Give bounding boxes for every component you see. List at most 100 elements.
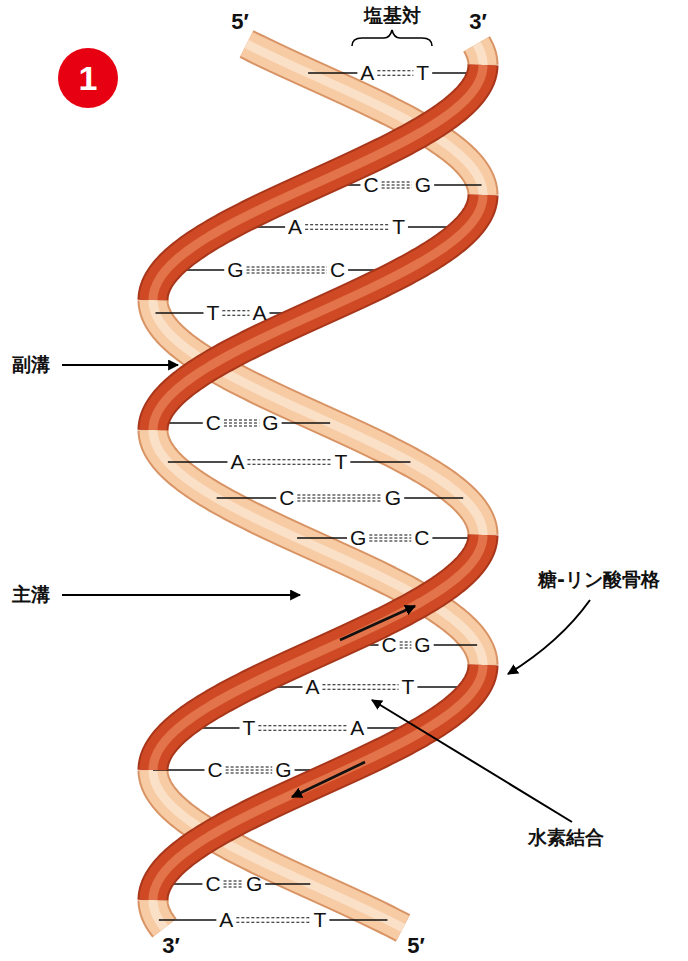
base-line (329, 919, 387, 920)
base-letter: C (205, 872, 220, 896)
ribbon-highlight (153, 195, 483, 430)
base-letter: G (246, 872, 262, 896)
base-letter: T (334, 450, 347, 474)
strand-end-label: 5′ (231, 9, 249, 34)
base-line (282, 422, 330, 423)
hydrogen-bond (224, 886, 243, 887)
ribbon-highlight (153, 430, 483, 665)
hydrogen-bond (400, 647, 412, 648)
hydrogen-bond (322, 689, 398, 690)
annotation-label: 副溝 (12, 354, 50, 376)
ribbon-edge (153, 665, 483, 900)
base-line (168, 461, 228, 462)
hydrogen-bond (377, 75, 413, 76)
base-letter: C (363, 173, 378, 197)
hydrogen-bond (236, 917, 310, 918)
base-line (434, 184, 481, 185)
hydrogen-bond (382, 181, 412, 182)
annotation-label: 主溝 (12, 584, 50, 606)
base-letter: T (243, 716, 256, 740)
ribbon-body (153, 665, 483, 900)
hydrogen-bond (400, 644, 412, 645)
hydrogen-bond (226, 772, 273, 773)
base-letter: G (227, 258, 243, 282)
base-letter: G (262, 411, 278, 435)
hydrogen-bond (247, 266, 327, 267)
strand-end-label: 3′ (162, 933, 180, 958)
base-letter: A (350, 716, 364, 740)
major-groove-arrow (62, 594, 300, 596)
strand-end-label: 5′ (407, 933, 425, 958)
hydrogen-bond (369, 534, 411, 535)
base-line (308, 72, 357, 73)
hydrogen-bond (236, 922, 310, 923)
ribbon-body (153, 195, 483, 430)
base-letter: C (414, 526, 429, 550)
hydrogen-bond (247, 272, 327, 273)
ribbon-highlight (477, 44, 483, 65)
front-ribbons (153, 65, 483, 900)
base-line (434, 644, 477, 645)
hydrogen-bond (258, 725, 347, 726)
base-letter: T (206, 301, 219, 325)
annotation-label: 塩基対 (364, 5, 421, 27)
strand-direction-arrow (340, 606, 415, 640)
hydrogen-bond (400, 641, 412, 642)
base-line (217, 497, 277, 498)
callout-circle: 1 (58, 48, 118, 108)
base-line (155, 312, 203, 313)
hydrogen-bond (247, 459, 331, 460)
hydrogen-bond (247, 464, 331, 465)
base-line (297, 537, 347, 538)
hydrogen-bond (382, 187, 412, 188)
base-pair-brace (352, 30, 432, 46)
hydrogen-bond (382, 184, 412, 185)
hydrogen-bond (222, 315, 249, 316)
hydrogen-bond (369, 537, 411, 538)
hydrogen-bond (226, 766, 273, 767)
hydrogen-bond (305, 224, 389, 225)
hydrogen-bond (224, 880, 243, 881)
strand-end-label: 3′ (469, 9, 487, 34)
annotation-label: 糖-リン酸骨格 (538, 569, 660, 591)
base-letter: C (382, 633, 397, 657)
callout-number: 1 (79, 61, 98, 95)
base-letter: C (330, 258, 345, 282)
hydrogen-bond (297, 500, 381, 501)
hydrogen-bond (369, 540, 411, 541)
hydrogen-bond (224, 883, 243, 884)
base-letter: A (230, 450, 244, 474)
base-letter: T (402, 675, 415, 699)
base-letter: G (414, 633, 430, 657)
hydrogen-bond-leader (372, 700, 572, 822)
hydrogen-bond (222, 310, 249, 311)
base-letter: T (416, 61, 429, 85)
hydrogen-bond (305, 229, 389, 230)
base-letter: A (288, 215, 302, 239)
annotation-marks (62, 30, 590, 822)
hydrogen-bond (224, 422, 259, 423)
ribbon-edge (153, 430, 483, 665)
base-letter: A (305, 675, 319, 699)
base-letter: T (392, 215, 405, 239)
ribbon-body (153, 900, 164, 928)
base-letter: G (275, 758, 291, 782)
base-letter: T (314, 908, 327, 932)
hydrogen-bond (258, 730, 347, 731)
hydrogen-bond (297, 494, 381, 495)
hydrogen-bond (247, 269, 327, 270)
hydrogen-bond (226, 769, 273, 770)
minor-groove-arrow (62, 364, 178, 366)
ribbon-body (477, 44, 483, 65)
strand-direction-arrow (292, 762, 365, 797)
back-ribbons (153, 44, 483, 928)
annotation-label: 水素結合 (528, 827, 604, 849)
base-letter: G (385, 486, 401, 510)
ribbon-edge (153, 900, 164, 928)
base-line (350, 461, 410, 462)
base-letter: C (206, 411, 221, 435)
hydrogen-bond (224, 425, 259, 426)
ribbon-highlight (153, 900, 164, 928)
base-letter: A (252, 301, 266, 325)
